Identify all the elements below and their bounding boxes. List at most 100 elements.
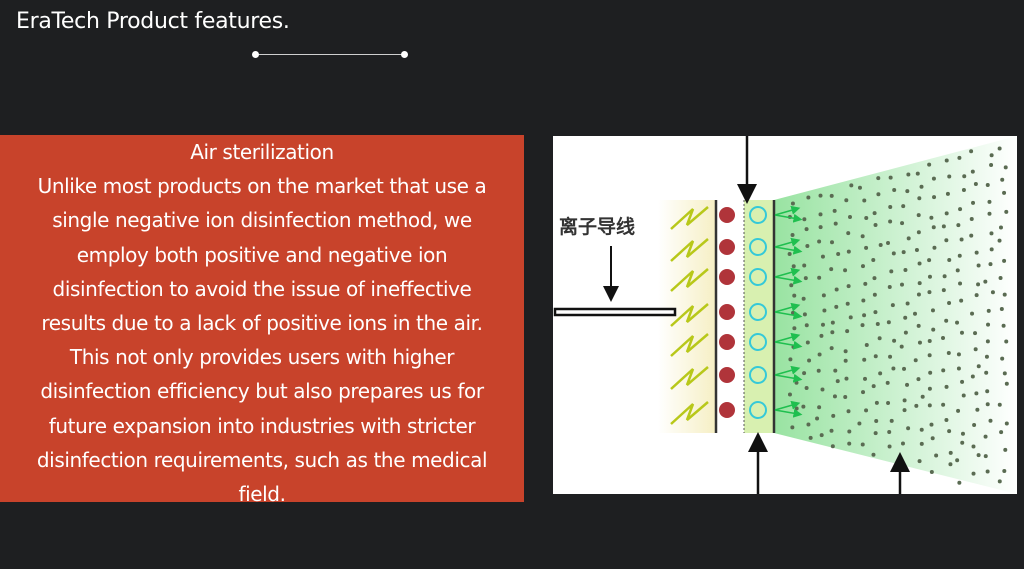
ion-dot [829,428,834,433]
ion-dot [942,274,947,279]
ion-dot [960,440,965,445]
ion-dot [874,418,879,423]
ion-dot [886,320,891,325]
ion-dot [1004,339,1009,344]
ion-dot [833,221,838,226]
ion-dot [962,174,967,179]
ion-dot [816,368,821,373]
ion-dot [1001,323,1006,328]
slide-title: EraTech Product features. [16,9,290,34]
ion-dot [985,183,990,188]
ion-dot [891,251,896,256]
zigzag-icon [670,268,709,292]
ion-dot [822,308,827,313]
ion-dot [878,371,883,376]
ion-dot [988,418,993,423]
ion-dot [794,406,799,411]
green-arrow-icon [774,400,801,411]
ion-dot [989,231,994,236]
green-arrow-icon [774,373,803,383]
green-arrow-icon [774,310,803,320]
ion-dot [873,431,878,436]
ion-dot [804,323,809,328]
feature-line: This not only provides users with higher [69,345,455,370]
ion-dot [888,354,893,359]
ion-dot [846,409,851,414]
ion-dot [886,400,891,405]
ion-dot [847,429,852,434]
ion-dot [947,174,952,179]
ion-dot [989,247,994,252]
ion-wire-label: 离子导线 [559,215,635,238]
ion-dot [878,242,883,247]
ion-dot [917,281,922,286]
ion-dot [997,402,1002,407]
ion-dot [876,192,881,197]
ion-dot [801,296,806,301]
ion-dot [818,225,823,230]
ion-dot [983,454,988,459]
ion-dot [973,347,978,352]
ion-particles [719,205,803,419]
ion-dot [960,431,965,436]
ion-dot [976,263,981,268]
ion-dot [990,290,995,295]
ion-dot [970,374,975,379]
ion-dot [928,370,933,375]
ion-dot [947,257,952,262]
red-ion [719,239,735,255]
ion-dot [917,261,922,266]
ion-dot [983,434,988,439]
ion-dot [975,407,980,412]
ion-dot [941,224,946,229]
ion-dot [887,444,892,449]
ion-dot [919,427,924,432]
green-arrow-icon [774,267,801,278]
ion-dot [833,368,838,373]
green-arrow-icon [774,332,801,343]
ion-dot [976,453,981,458]
ion-dot [948,462,953,467]
ion-dot [892,188,897,193]
ion-dot [829,346,834,351]
ion-dot [899,282,904,287]
ion-dot [801,404,806,409]
ion-dot [941,288,946,293]
ion-dot [802,312,807,317]
ion-dot [1002,258,1007,263]
ion-dot [820,322,825,327]
feature-line: employ both positive and negative ion [76,242,448,267]
ion-dot [820,254,825,259]
feature-line: disinfection to avoid the issue of ineff… [52,276,472,301]
feature-panel: Air sterilization Unlike most products o… [0,135,524,502]
ion-dot [903,330,908,335]
ion-dot [845,329,850,334]
ion-dot [835,379,840,384]
ion-dot [997,146,1002,151]
ion-dot [944,238,949,243]
ion-dot [971,471,976,476]
ion-cone [774,136,1017,494]
ion-dot [863,281,868,286]
ion-dot [914,403,919,408]
ion-dot [788,357,793,362]
ion-dot [959,237,964,242]
ion-dot [960,379,965,384]
ion-dot [846,231,851,236]
ion-dot [802,217,807,222]
ion-dot [830,320,835,325]
ion-dot [787,392,792,397]
ion-dot [847,441,852,446]
ion-dot [864,245,869,250]
cyan-ion [749,303,767,321]
ion-dot [985,389,990,394]
ion-dot [834,304,839,309]
ion-dot [871,384,876,389]
ion-dot [843,268,848,273]
ion-dot [860,323,865,328]
cyan-ion [749,366,767,384]
ion-dot [999,430,1004,435]
ion-dot [817,405,822,410]
ion-dot [958,281,963,286]
ion-dot [885,380,890,385]
